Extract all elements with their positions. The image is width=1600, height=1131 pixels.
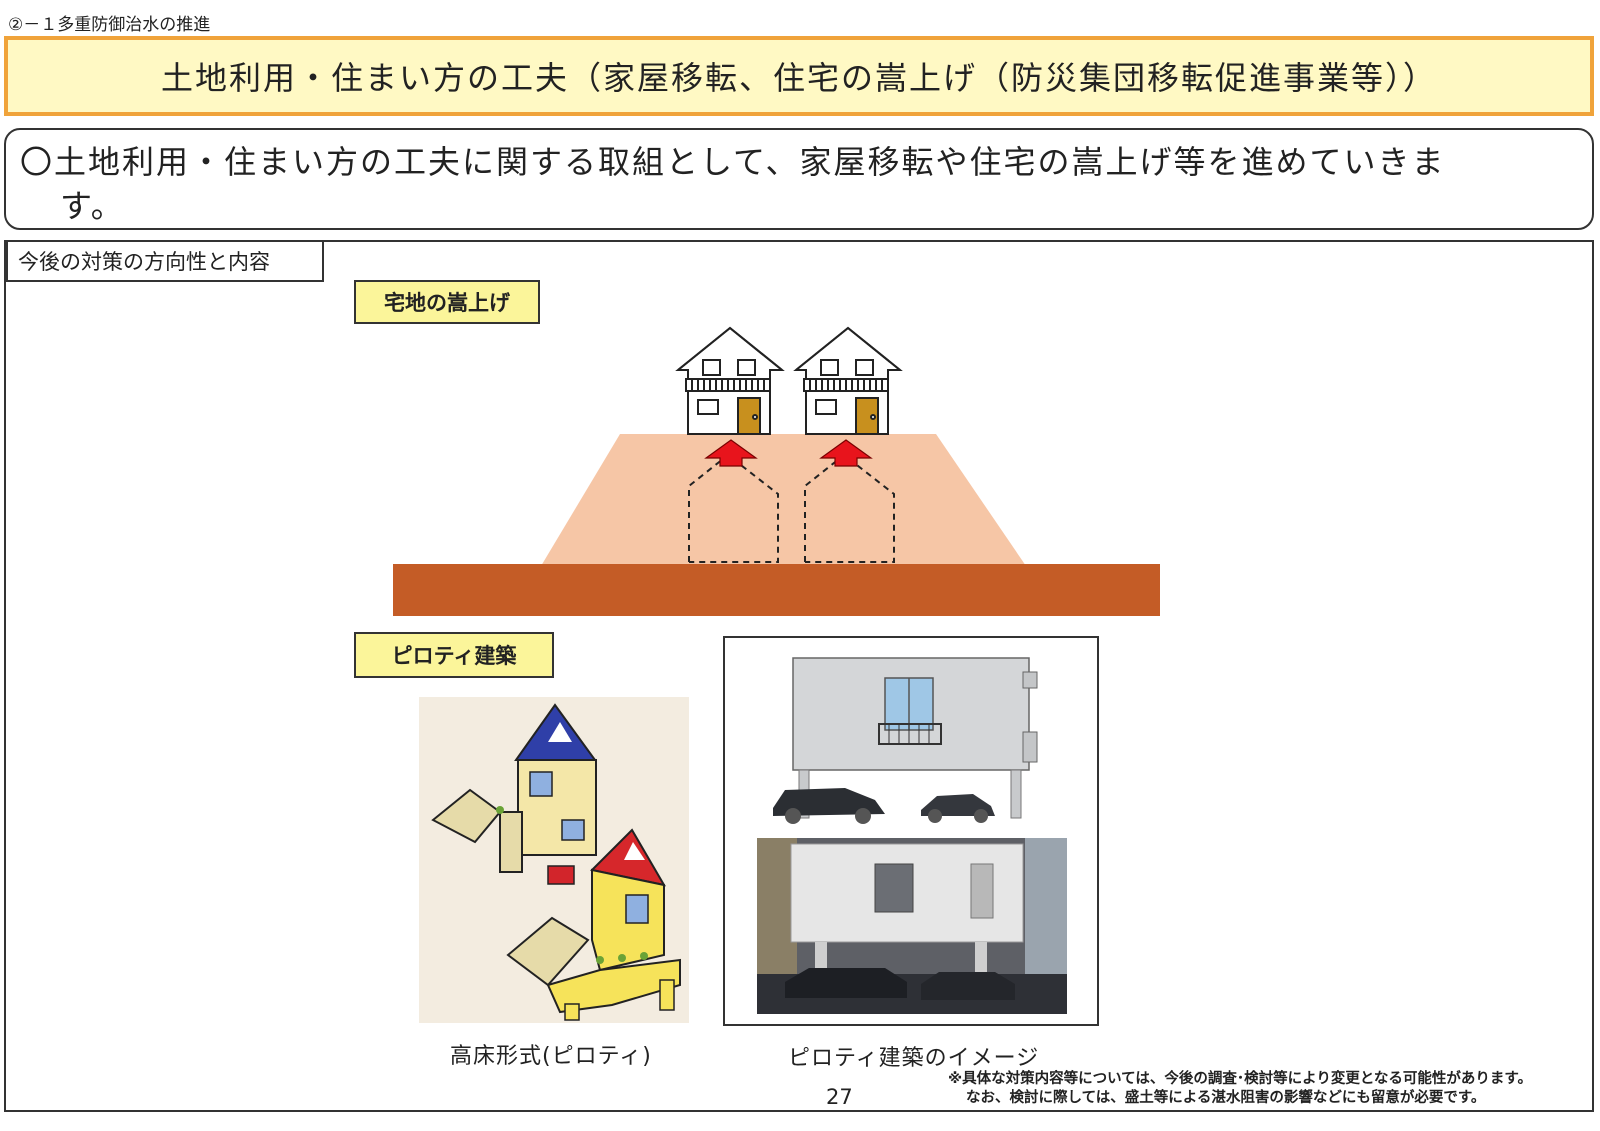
raised-house-1 <box>678 328 782 434</box>
piloti-image-frame <box>723 636 1099 1026</box>
raised-house-2 <box>796 328 900 434</box>
footnote: ※具体な対策内容等については、今後の調査･検討等により変更となる可能性があります… <box>948 1070 1532 1108</box>
caption-raised-floor: 高床形式(ピロティ) <box>450 1038 652 1070</box>
caption-piloti-image: ピロティ建築のイメージ <box>788 1040 1039 1072</box>
footnote-line-2: なお、検討に際しては、盛土等による湛水阻害の影響などにも留意が必要です。 <box>948 1089 1532 1108</box>
piloti-photo <box>757 838 1067 1014</box>
footnote-line-1: ※具体な対策内容等については、今後の調査･検討等により変更となる可能性があります… <box>948 1070 1532 1089</box>
piloti-illustration <box>419 697 689 1023</box>
page-number: 27 <box>826 1085 853 1109</box>
piloti-rendering <box>773 658 1037 824</box>
embankment <box>541 434 1026 566</box>
ground <box>393 564 1160 616</box>
piloti-building-image <box>725 638 1097 1024</box>
